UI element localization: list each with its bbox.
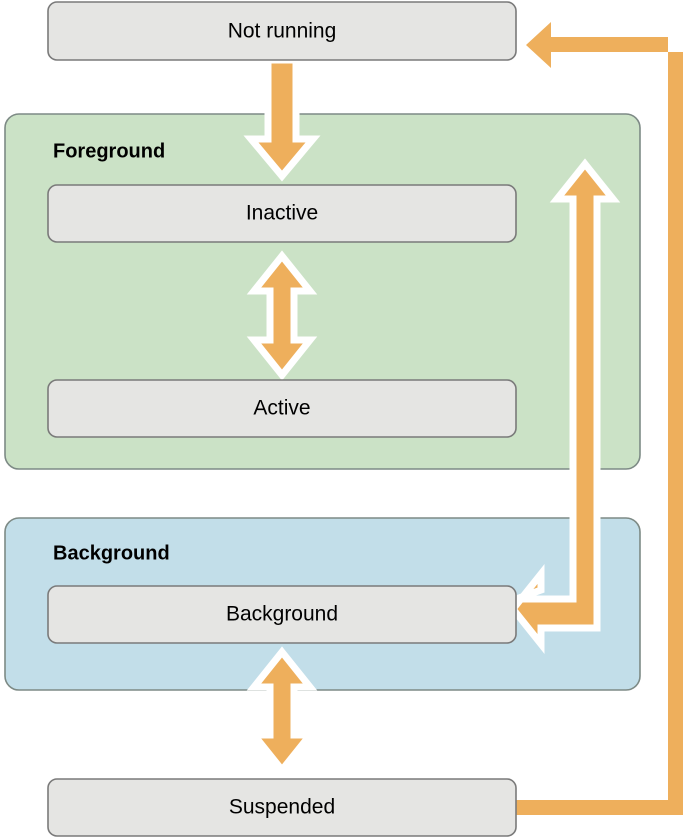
- state-label-not-running: Not running: [228, 20, 337, 43]
- state-box-background[interactable]: Background: [47, 585, 517, 644]
- panel-foreground-title: Foreground: [53, 140, 165, 162]
- state-box-active[interactable]: Active: [47, 379, 517, 438]
- state-label-inactive: Inactive: [246, 202, 318, 225]
- state-box-not-running[interactable]: Not running: [47, 1, 517, 61]
- state-label-background: Background: [226, 603, 338, 626]
- transition-background-to-inactive: [508, 158, 621, 654]
- state-label-active: Active: [253, 397, 310, 420]
- state-box-suspended[interactable]: Suspended: [47, 778, 517, 837]
- state-label-suspended: Suspended: [229, 796, 335, 819]
- transition-not-running-to-inactive: [243, 56, 321, 182]
- transition-inactive-active: [246, 250, 318, 381]
- panel-background-title: Background: [53, 542, 170, 564]
- state-box-inactive[interactable]: Inactive: [47, 184, 517, 243]
- transition-background-suspended: [246, 646, 318, 776]
